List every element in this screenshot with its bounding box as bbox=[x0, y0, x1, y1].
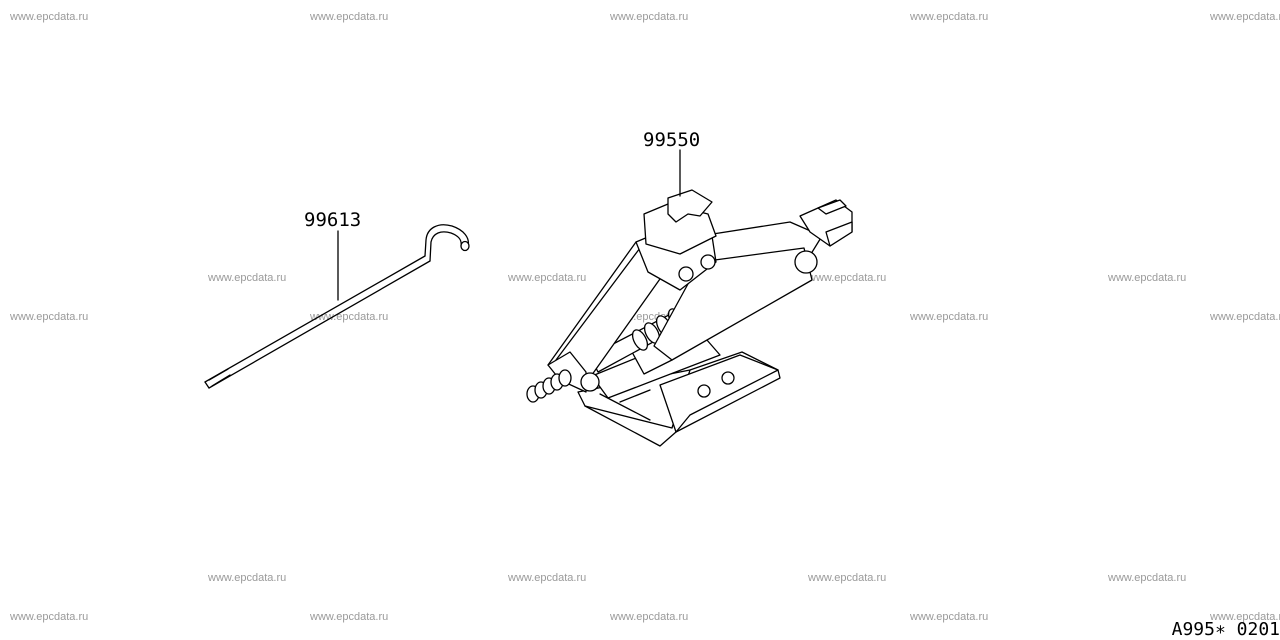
part-number-label[interactable]: 99613 bbox=[304, 209, 361, 231]
part-number-label[interactable]: 99550 bbox=[643, 129, 700, 151]
watermark: www.epcdata.ru bbox=[910, 311, 989, 323]
watermark: www.epcdata.ru bbox=[310, 611, 389, 623]
watermark: www.epcdata.ru bbox=[10, 611, 89, 623]
watermark: www.epcdata.ru bbox=[208, 572, 287, 584]
watermark: www.epcdata.ru bbox=[910, 11, 989, 23]
watermark: www.epcdata.ru bbox=[808, 572, 887, 584]
jack-handle-part[interactable] bbox=[204, 224, 470, 389]
watermark: www.epcdata.ru bbox=[508, 272, 587, 284]
watermark: www.epcdata.ru bbox=[310, 11, 389, 23]
watermark: www.epcdata.ru bbox=[1210, 311, 1280, 323]
watermark: www.epcdata.ru bbox=[910, 611, 989, 623]
watermark: www.epcdata.ru bbox=[1108, 272, 1187, 284]
screw-end bbox=[526, 369, 572, 403]
watermark: www.epcdata.ru bbox=[808, 272, 887, 284]
watermark: www.epcdata.ru bbox=[10, 311, 89, 323]
watermark: www.epcdata.ru bbox=[310, 311, 389, 323]
watermark: www.epcdata.ru bbox=[208, 272, 287, 284]
watermark: www.epcdata.ru bbox=[610, 11, 689, 23]
watermark: www.epcdata.ru bbox=[1210, 11, 1280, 23]
watermark: www.epcdata.ru bbox=[1210, 611, 1280, 623]
scissor-jack-part[interactable] bbox=[526, 189, 853, 447]
watermark: www.epcdata.ru bbox=[508, 572, 587, 584]
watermark: www.epcdata.ru bbox=[10, 11, 89, 23]
watermark: www.epcdata.ru bbox=[610, 611, 689, 623]
diagram-reference-code: A995∗ 0201 bbox=[1171, 619, 1280, 640]
watermark: www.epcdata.ru bbox=[1108, 572, 1187, 584]
